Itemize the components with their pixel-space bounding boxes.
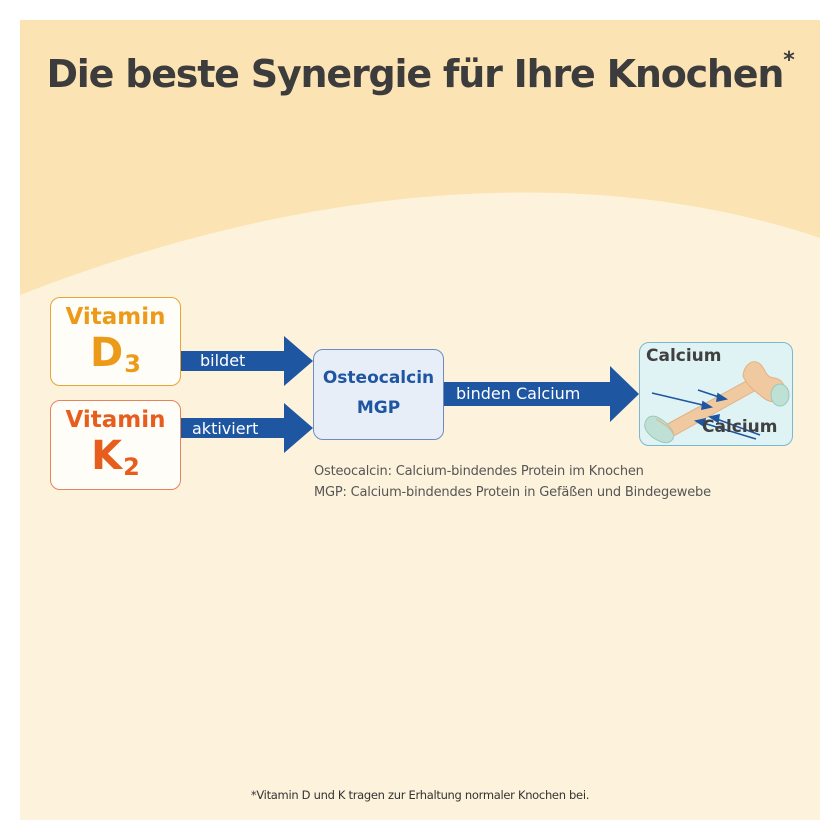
calcium-label-top: Calcium: [646, 346, 722, 366]
vitamin-d3-letter: D3: [51, 331, 180, 380]
vitamin-d3-name: Vitamin: [65, 304, 166, 330]
footnote: *Vitamin D und K tragen zur Erhaltung no…: [250, 788, 590, 802]
background-wave: [20, 20, 820, 295]
arrow-right-icon: [181, 403, 313, 453]
vitamin-k2-box: Vitamin K2: [50, 400, 181, 490]
note-mgp: MGP: Calcium-bindendes Protein in Gefäße…: [314, 485, 711, 500]
arrow-label-binden-calcium: binden Calcium: [456, 384, 581, 403]
arrow-label-bildet: bildet: [200, 351, 246, 370]
vitamin-k2-name: Vitamin: [65, 407, 166, 433]
title-text: Die beste Synergie für Ihre Knochen: [46, 52, 784, 96]
vitamin-k2-letter-main: K: [91, 433, 123, 479]
arrow-right-icon: [444, 366, 639, 422]
note-osteocalcin: Osteocalcin: Calcium-bindendes Protein i…: [314, 464, 644, 479]
protein-mgp: MGP: [356, 398, 401, 418]
bone-icon: [644, 361, 790, 444]
vitamin-d3-subscript: 3: [124, 350, 141, 378]
calcium-label-bottom: Calcium: [702, 417, 778, 437]
vitamin-k2-subscript: 2: [123, 453, 140, 481]
vitamin-d3-box: Vitamin D3: [50, 297, 181, 386]
page-title: Die beste Synergie für Ihre Knochen*: [20, 48, 820, 96]
arrows-layer: [181, 336, 639, 453]
protein-box: Osteocalcin MGP: [313, 349, 444, 440]
calcium-arrow-icon: [651, 389, 761, 440]
title-asterisk: *: [783, 48, 795, 73]
vitamin-d3-letter-main: D: [90, 330, 124, 376]
bone-box: Calcium Calcium: [639, 342, 793, 446]
protein-osteocalcin: Osteocalcin: [322, 368, 435, 388]
arrow-label-aktiviert: aktiviert: [192, 419, 259, 438]
vitamin-k2-letter: K2: [51, 434, 180, 483]
infographic-panel: Die beste Synergie für Ihre Knochen* bil…: [20, 20, 820, 820]
arrow-right-icon: [181, 336, 313, 386]
